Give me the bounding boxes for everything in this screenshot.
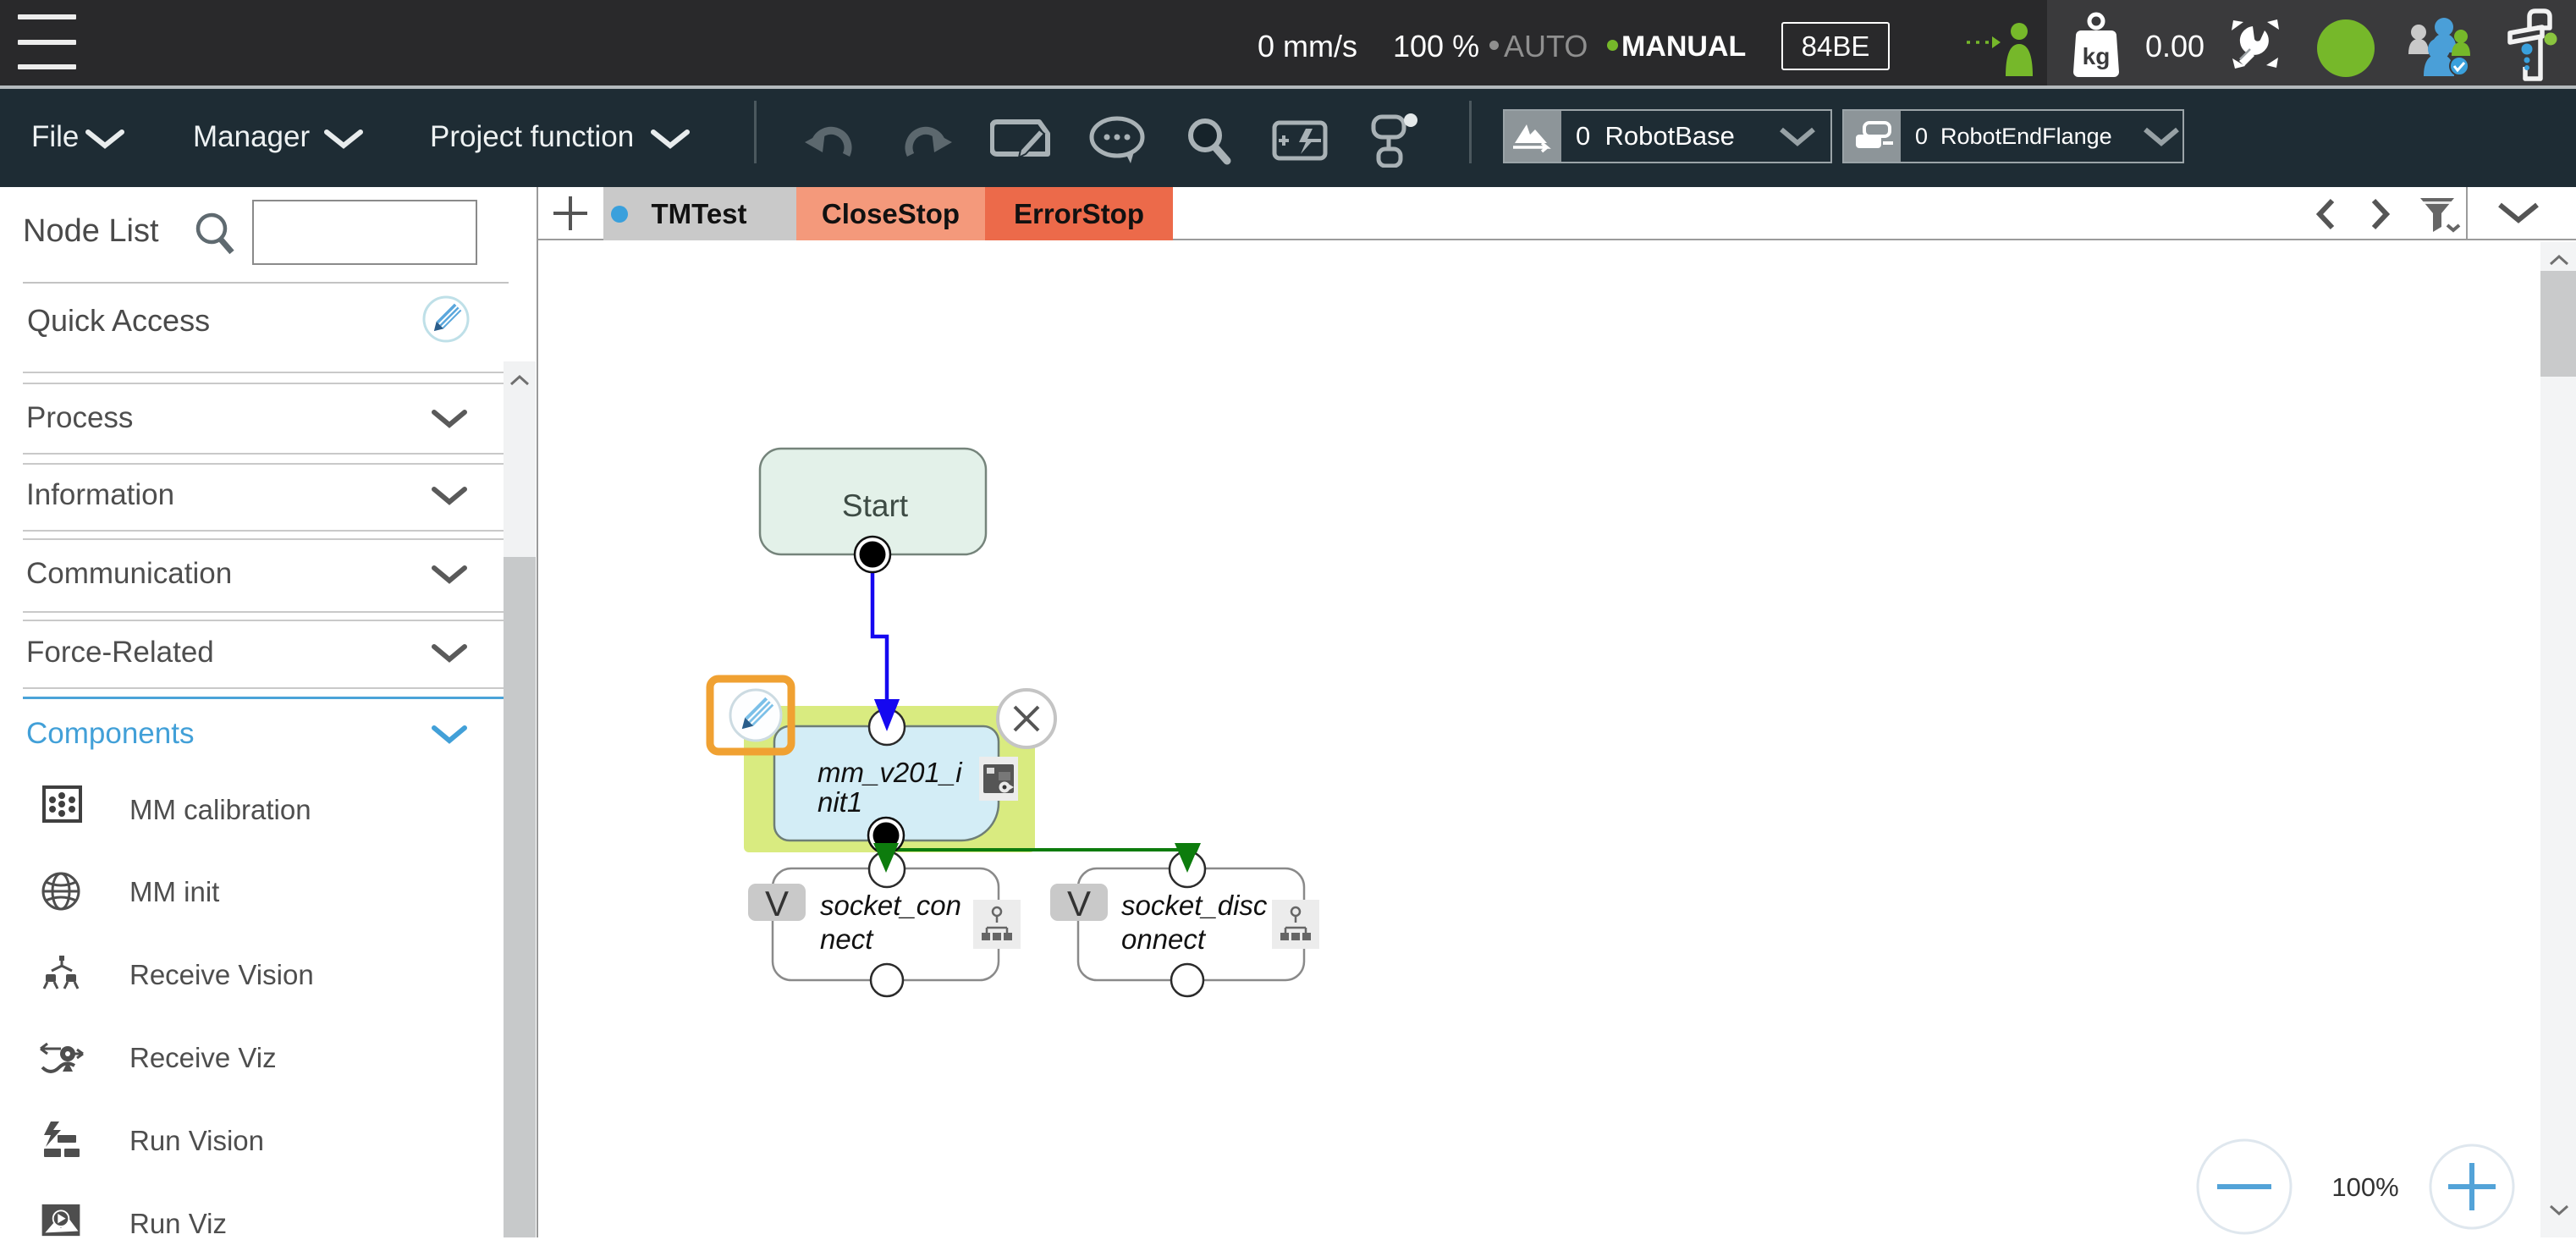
svg-text:100%: 100% [2331,1172,2398,1202]
svg-text:kg: kg [2083,43,2111,69]
svg-text:V: V [1067,884,1091,923]
svg-text:socket_con: socket_con [820,890,961,921]
svg-text:Start: Start [842,488,909,523]
svg-text:nit1: nit1 [817,786,862,818]
svg-text:mm_v201_i: mm_v201_i [817,757,963,788]
svg-text:nect: nect [820,923,874,955]
svg-text:socket_disc: socket_disc [1121,890,1268,921]
svg-text:V: V [765,884,789,923]
svg-text:onnect: onnect [1121,923,1207,955]
